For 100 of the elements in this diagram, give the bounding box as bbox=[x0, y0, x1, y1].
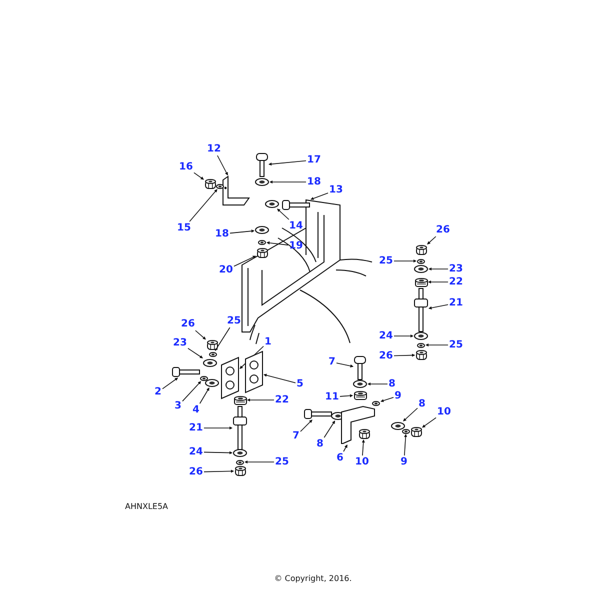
leader-line bbox=[310, 192, 328, 200]
bush-drawing bbox=[234, 396, 246, 404]
callout-number: 8 bbox=[388, 378, 396, 390]
leader-line bbox=[234, 256, 256, 267]
callout-number: 18 bbox=[307, 176, 321, 188]
bush-drawing bbox=[354, 390, 366, 400]
stud-drawing bbox=[414, 288, 428, 332]
washer-drawing bbox=[205, 379, 219, 387]
callout-number: 23 bbox=[173, 338, 187, 348]
callout-number: 12 bbox=[207, 144, 221, 154]
leader-line bbox=[380, 397, 394, 402]
stud-drawing bbox=[233, 406, 247, 450]
drawing-code: AHNXLE5A bbox=[125, 502, 168, 511]
callout-number: 19 bbox=[289, 240, 303, 252]
leader-line bbox=[428, 280, 448, 284]
leader-line bbox=[425, 343, 448, 347]
leader-line bbox=[204, 470, 234, 473]
leader-line bbox=[394, 259, 417, 263]
nut-drawing bbox=[358, 429, 370, 439]
leader-line bbox=[268, 160, 306, 166]
washer-drawing bbox=[265, 200, 279, 208]
nut-drawing bbox=[256, 248, 268, 258]
nut-drawing bbox=[410, 427, 422, 437]
leader-line bbox=[403, 408, 418, 422]
callout-number: 6 bbox=[336, 452, 344, 464]
spring-washer-drawing bbox=[200, 376, 208, 380]
leader-line bbox=[199, 388, 210, 404]
bolt-drawing bbox=[304, 409, 332, 419]
callout-number: 7 bbox=[328, 356, 336, 368]
bolt-drawing bbox=[282, 200, 310, 210]
nut-drawing bbox=[206, 340, 218, 350]
leader-line bbox=[189, 189, 218, 222]
washer-drawing bbox=[353, 380, 367, 388]
leader-line bbox=[300, 420, 312, 432]
leader-line bbox=[230, 229, 255, 234]
bolt-drawing bbox=[354, 356, 366, 380]
leader-line bbox=[422, 417, 436, 428]
leader-line bbox=[269, 180, 306, 184]
bolt-drawing bbox=[256, 153, 268, 177]
callout-number: 8 bbox=[316, 438, 324, 450]
callout-number: 7 bbox=[292, 430, 300, 442]
copyright-notice: © Copyright, 2016. bbox=[274, 574, 352, 583]
callout-number: 13 bbox=[329, 184, 343, 196]
callout-number: 10 bbox=[355, 456, 369, 468]
leader-line bbox=[195, 330, 206, 340]
washer-drawing bbox=[414, 332, 428, 340]
spring-washer-drawing bbox=[216, 184, 224, 188]
bolt-drawing bbox=[172, 367, 200, 377]
nut-drawing bbox=[234, 466, 246, 476]
callout-number: 4 bbox=[192, 404, 200, 416]
leader-line bbox=[266, 241, 288, 246]
callout-number: 25 bbox=[449, 340, 463, 350]
callout-number: 16 bbox=[179, 162, 193, 172]
washer-drawing bbox=[233, 449, 247, 457]
leader-line bbox=[162, 378, 178, 390]
callout-number: 14 bbox=[289, 220, 303, 232]
callout-number: 26 bbox=[436, 224, 450, 236]
callout-number: 24 bbox=[189, 446, 203, 458]
callout-number: 8 bbox=[418, 398, 426, 410]
leader-line bbox=[336, 362, 354, 368]
leader-line bbox=[244, 460, 274, 464]
leader-line bbox=[263, 374, 296, 384]
leader-line bbox=[394, 334, 414, 338]
washer-drawing bbox=[255, 226, 269, 234]
callout-number: 17 bbox=[307, 154, 321, 166]
callout-number: 3 bbox=[174, 400, 182, 412]
leader-line bbox=[343, 444, 348, 452]
leader-line bbox=[362, 439, 365, 456]
callout-number: 18 bbox=[215, 228, 229, 240]
callout-number: 2 bbox=[154, 386, 162, 398]
bush-drawing bbox=[414, 278, 428, 286]
callout-number: 25 bbox=[275, 456, 289, 468]
spring-washer-drawing bbox=[209, 352, 217, 356]
callout-number: 26 bbox=[189, 466, 203, 478]
callout-number: 1 bbox=[264, 336, 272, 348]
washer-drawing bbox=[391, 422, 405, 430]
leader-line bbox=[340, 394, 354, 398]
leader-line bbox=[246, 398, 274, 402]
callout-number: 25 bbox=[227, 316, 241, 326]
bracket-drawing bbox=[222, 176, 250, 206]
callout-number: 9 bbox=[394, 390, 402, 402]
leader-line bbox=[428, 304, 448, 310]
leader-line bbox=[188, 348, 203, 358]
spring-washer-drawing bbox=[417, 258, 425, 264]
nut-drawing bbox=[204, 179, 216, 189]
callout-number: 25 bbox=[379, 256, 393, 266]
callout-number: 9 bbox=[400, 456, 408, 468]
leader-line bbox=[404, 434, 408, 456]
leader-line bbox=[182, 381, 202, 402]
spring-washer-drawing bbox=[236, 460, 244, 464]
leader-line bbox=[214, 327, 230, 351]
callout-number: 11 bbox=[325, 392, 339, 402]
callout-number: 20 bbox=[219, 264, 233, 276]
callout-number: 21 bbox=[189, 422, 203, 434]
leader-line bbox=[427, 236, 436, 244]
spring-washer-drawing bbox=[417, 342, 425, 348]
spring-washer-drawing bbox=[372, 400, 380, 406]
spring-washer-drawing bbox=[258, 240, 266, 244]
leader-line bbox=[394, 354, 416, 357]
leader-line bbox=[428, 267, 448, 271]
